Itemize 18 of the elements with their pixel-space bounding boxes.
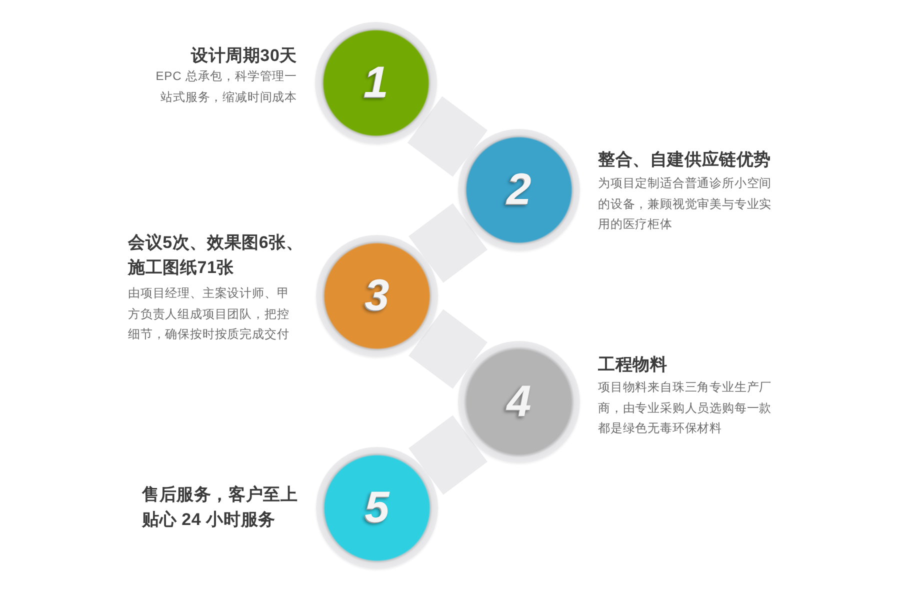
step-title: 设计周期30天 xyxy=(190,45,297,67)
step-description: EPC 总承包，科学管理一站式服务，缩减时间成本 xyxy=(154,68,297,106)
step-title: 整合、自建供应链优势 xyxy=(598,149,771,171)
step-title: 工程物料 xyxy=(598,354,668,376)
connector-band xyxy=(408,415,488,495)
step-title: 会议5次、效果图6张、施工图纸71张 xyxy=(128,232,304,279)
connector-band xyxy=(408,203,488,283)
step-circle: 1 xyxy=(315,22,437,144)
step-circle: 3 xyxy=(316,235,438,357)
step-description: 项目物料来自珠三角专业生产厂商，由专业采购人员选购每一款都是绿色无毒环保材料 xyxy=(598,379,773,437)
step-description: 为项目定制适合普通诊所小空间的设备，兼顾视觉审美与专业实用的医疗柜体 xyxy=(598,175,773,233)
step-circle: 5 xyxy=(316,447,438,569)
connector-band xyxy=(408,309,488,389)
step-title: 售后服务，客户至上贴心 24 小时服务 xyxy=(142,484,299,531)
connector-band xyxy=(407,96,488,177)
step-description: 由项目经理、主案设计师、甲方负责人组成项目团队，把控细节，确保按时按质完成交付 xyxy=(128,285,290,343)
step-circle: 4 xyxy=(458,341,580,463)
step-circle: 2 xyxy=(458,129,580,251)
